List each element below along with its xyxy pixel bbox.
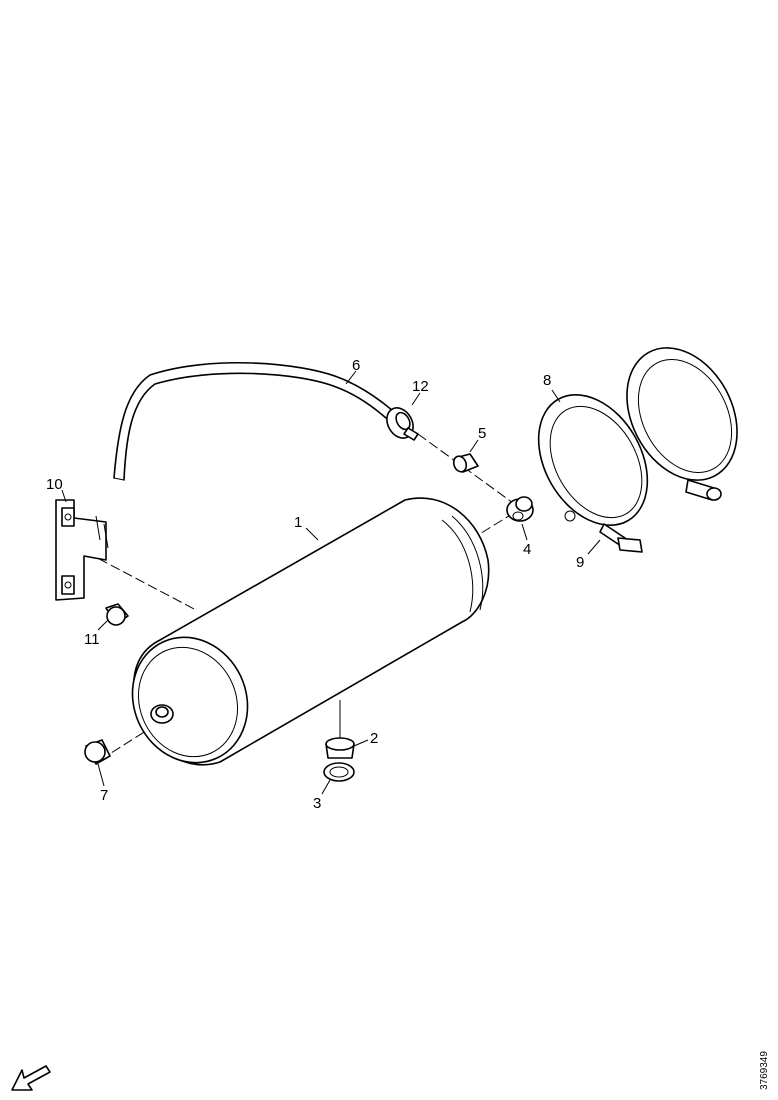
- leader-line: [321, 779, 331, 795]
- callout-1: 1: [294, 514, 302, 531]
- callout-12: 12: [412, 378, 429, 395]
- leader-line: [305, 527, 319, 541]
- callout-7: 7: [100, 787, 108, 804]
- callout-8: 8: [543, 372, 551, 389]
- leader-line: [469, 439, 479, 453]
- leader-line: [587, 539, 601, 555]
- callout-9: 9: [576, 554, 584, 571]
- leader-line: [521, 523, 528, 541]
- leader-line: [97, 763, 105, 787]
- nipple: [452, 453, 479, 473]
- leader-line: [61, 489, 67, 503]
- callout-11: 11: [84, 631, 100, 648]
- sealing-ring: [323, 762, 355, 782]
- bolt: [105, 603, 129, 626]
- callout-4: 4: [523, 541, 531, 558]
- drain-plug: [84, 739, 111, 765]
- callout-10: 10: [46, 476, 63, 493]
- leader-line: [551, 389, 561, 403]
- air-pipe: [113, 362, 395, 481]
- leader-line: [411, 392, 421, 406]
- reference-code: 3769349: [759, 1051, 770, 1090]
- leader-line: [353, 739, 369, 747]
- assembly-line: [417, 433, 521, 509]
- callout-2: 2: [370, 730, 378, 747]
- air-tank: [131, 497, 490, 766]
- leader-line: [97, 619, 109, 631]
- callout-5: 5: [478, 425, 486, 442]
- valve: [506, 496, 534, 522]
- pipe-connector: [386, 407, 419, 441]
- mounting-bracket: [55, 499, 109, 601]
- callout-6: 6: [352, 357, 360, 374]
- tensioning-strap-rear: [626, 347, 738, 501]
- drain-valve: [325, 700, 355, 759]
- leader-line: [345, 370, 357, 385]
- callout-3: 3: [313, 795, 321, 812]
- arrow-down-left-icon: [11, 1065, 51, 1091]
- tensioning-strap: [537, 394, 649, 553]
- assembly-line: [85, 551, 197, 611]
